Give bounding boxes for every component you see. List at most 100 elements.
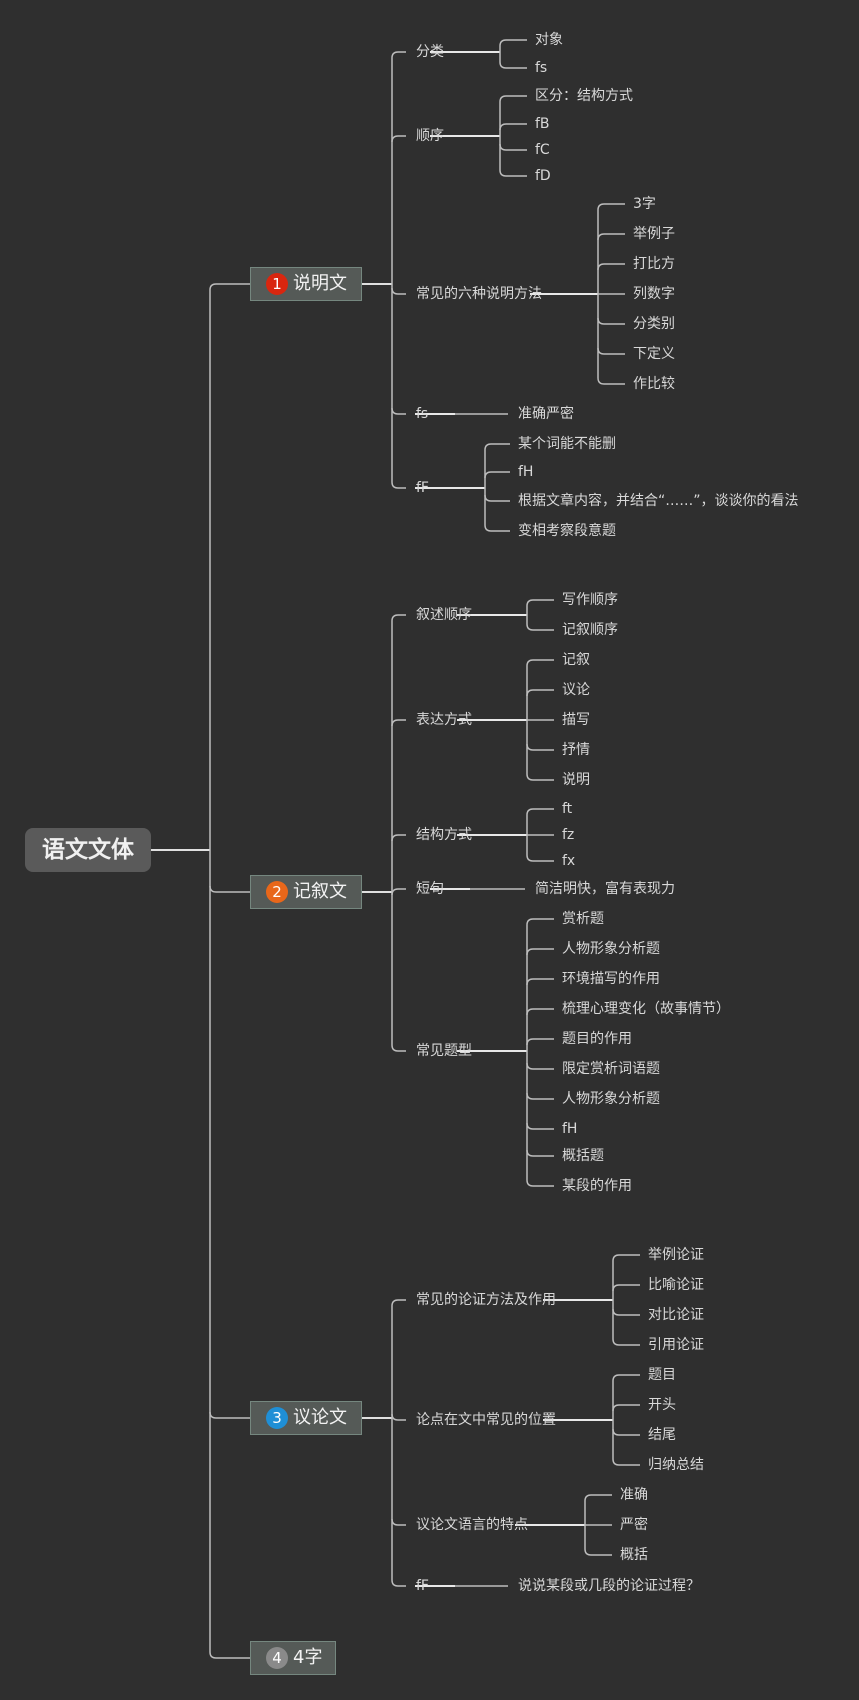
leaf-topic: 区分：结构方式 [535,88,633,104]
leaf-topic: 议论 [562,682,590,698]
connector-line [526,743,554,751]
leaf-topic: 题目 [648,1367,676,1383]
connector-line [391,1413,406,1421]
connector-line [526,918,554,926]
connector-line [526,854,554,862]
leaf-topic: 归纳总结 [648,1457,704,1473]
connector-line [391,135,406,143]
connector-line [597,203,625,211]
connector-line [484,443,510,451]
leaf-topic: fC [535,142,550,158]
leaf-topic: 对比论证 [648,1307,704,1323]
sub-topic: 常见的六种说明方法 [416,286,542,302]
connector-line [526,978,554,986]
leaf-topic: fD [535,168,551,184]
leaf-topic: 举例子 [633,226,675,242]
connector-line [391,888,406,896]
connector-line [499,95,527,103]
connector-line [484,524,510,532]
leaf-topic: 人物形象分析题 [562,941,660,957]
connector-line [526,1092,554,1100]
connector-line [612,1254,640,1262]
leaf-topic: ft [562,801,573,817]
leaf-topic: 概括 [620,1547,648,1563]
leaf-topic: 题目的作用 [562,1031,632,1047]
connector-line [526,1149,554,1157]
leaf-topic: 开头 [648,1397,676,1413]
connector-line [391,614,406,622]
branch-label: 记叙文 [293,881,347,902]
connector-line [391,287,406,295]
connector-line [526,808,554,816]
sub-topic: 顺序 [416,128,444,144]
connector-line [391,51,406,59]
sub-topic: 表达方式 [416,712,472,728]
number-badge: 4 [266,1647,288,1669]
connector-line [499,39,527,47]
leaf-topic: 简洁明快，富有表现力 [535,881,675,897]
root-node[interactable]: 语文文体 [25,828,151,872]
sub-topic: 论点在文中常见的位置 [416,1412,556,1428]
connector-line [597,347,625,355]
connector-line [526,659,554,667]
leaf-topic: 根据文章内容，并结合“……”，谈谈你的看法 [518,493,799,509]
leaf-topic: 某段的作用 [562,1178,632,1194]
leaf-topic: 对象 [535,32,563,48]
leaf-topic: fB [535,116,550,132]
number-badge: 1 [266,273,288,295]
connector-line [209,1651,250,1659]
connector-line [391,407,406,415]
leaf-topic: fx [562,853,576,869]
connector-line [612,1308,640,1316]
connector-line [612,1338,640,1346]
leaf-topic: 引用论证 [648,1337,704,1353]
connector-line [612,1374,640,1382]
sub-topic: 议论文语言的特点 [416,1517,528,1533]
branch-label: 4字 [293,1647,323,1668]
connector-line [526,1038,554,1046]
connector-line [484,494,510,502]
leaf-topic: 说明 [562,772,590,788]
connector-line [526,599,554,607]
connector-line [209,283,250,291]
connector-line [526,1122,554,1130]
connector-line [391,1299,406,1307]
leaf-topic: 抒情 [562,742,590,758]
connector-line [391,481,406,489]
connector-line [526,948,554,956]
sub-topic: 常见题型 [416,1043,472,1059]
branch-label: 说明文 [293,273,347,294]
leaf-topic: 描写 [562,712,590,728]
leaf-topic: 记叙顺序 [562,622,618,638]
connector-line [484,471,510,479]
leaf-topic: 作比较 [633,376,675,392]
leaf-topic: 准确严密 [518,406,574,422]
connector-line [597,233,625,241]
connector-line [499,61,527,69]
sub-topic: fs [416,406,429,422]
connector-line [526,1008,554,1016]
leaf-topic: 结尾 [648,1427,676,1443]
leaf-topic: fH [562,1121,578,1137]
connector-line [526,689,554,697]
connector-line [526,623,554,631]
connector-line [612,1404,640,1412]
connector-line [209,885,250,893]
number-badge: 3 [266,1407,288,1429]
leaf-topic: 环境描写的作用 [562,971,660,987]
sub-topic: 短句 [416,881,444,897]
sub-topic: 常见的论证方法及作用 [416,1292,556,1308]
sub-topic: fF [416,480,429,496]
leaf-topic: 概括题 [562,1148,604,1164]
leaf-topic: fH [518,464,534,480]
leaf-topic: fs [535,60,548,76]
sub-topic: 分类 [416,44,444,60]
connector-line [584,1494,612,1502]
leaf-topic: 赏析题 [562,911,604,927]
leaf-topic: 人物形象分析题 [562,1091,660,1107]
